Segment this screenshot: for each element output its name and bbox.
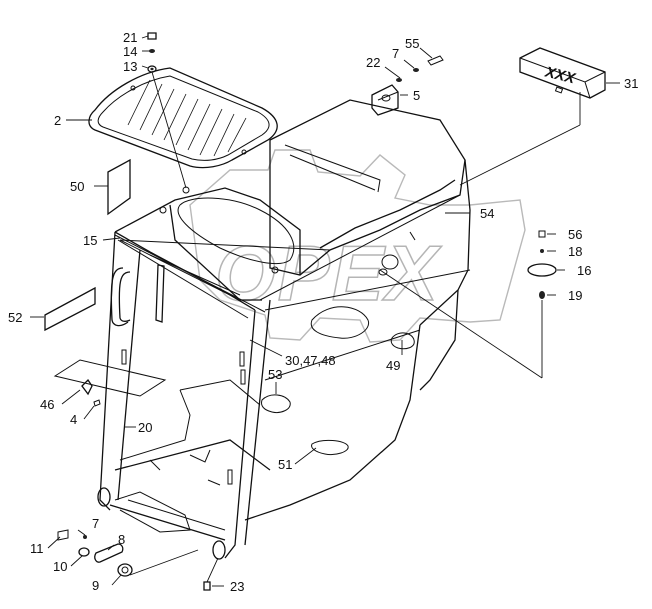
callout-55: 55 <box>405 36 419 51</box>
callout-49: 49 <box>386 358 400 373</box>
leader-lines <box>30 35 620 587</box>
callout-7-top: 7 <box>392 46 399 61</box>
roof-guard-grille <box>88 67 278 169</box>
callout-10: 10 <box>53 559 67 574</box>
callout-13: 13 <box>123 59 137 74</box>
callout-2: 2 <box>54 113 61 128</box>
callout-11: 11 <box>30 541 44 556</box>
callout-23: 23 <box>230 579 244 594</box>
callout-50: 50 <box>70 179 84 194</box>
box-marking: XXX <box>543 63 578 87</box>
callout-51: 51 <box>278 457 292 472</box>
callout-31: 31 <box>624 76 638 91</box>
callout-53: 53 <box>268 367 282 382</box>
hardware <box>57 32 557 591</box>
callout-30-47-48: 30,47,48 <box>285 353 336 368</box>
window-pane-part-50 <box>107 158 131 216</box>
pad-part-52 <box>44 286 96 332</box>
callout-4: 4 <box>70 412 77 427</box>
callout-56: 56 <box>568 227 582 242</box>
callout-18: 18 <box>568 244 582 259</box>
callout-5: 5 <box>413 88 420 103</box>
callout-14: 14 <box>123 44 137 59</box>
callout-7-bottom: 7 <box>92 516 99 531</box>
callout-22: 22 <box>366 55 380 70</box>
callout-21: 21 <box>123 30 137 45</box>
callout-19: 19 <box>568 288 582 303</box>
cab-frame <box>97 99 471 560</box>
callout-46: 46 <box>40 397 54 412</box>
callout-9: 9 <box>92 578 99 593</box>
callout-52: 52 <box>8 310 22 325</box>
plate-part-46 <box>53 359 167 397</box>
callout-54: 54 <box>480 206 494 221</box>
callout-8: 8 <box>118 532 125 547</box>
callout-labels: 21 14 13 2 22 7 55 5 31 50 54 15 56 18 1… <box>8 30 638 594</box>
callout-16: 16 <box>577 263 591 278</box>
callout-15: 15 <box>83 233 97 248</box>
box-part-31: XXX <box>519 47 606 99</box>
bracket-part-5 <box>371 84 399 116</box>
callout-20: 20 <box>138 420 152 435</box>
